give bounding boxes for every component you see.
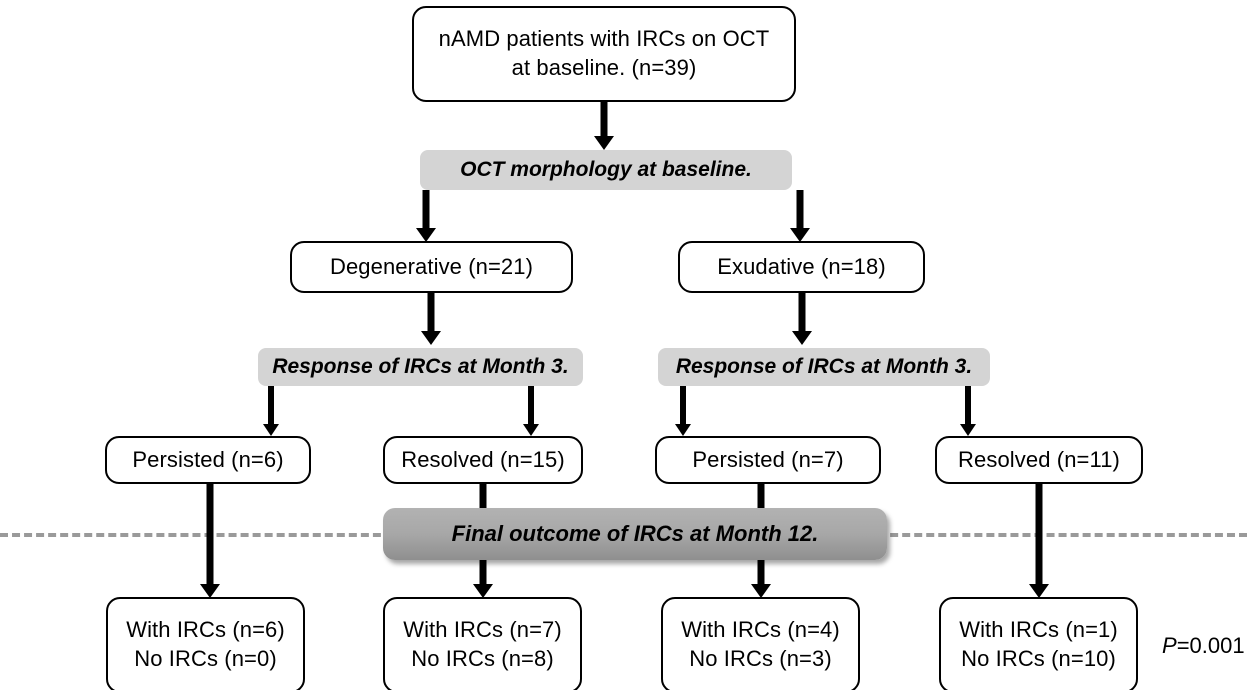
node-root-line-2: at baseline. (n=39)	[511, 55, 697, 80]
arrow-degenerative-to-stage2	[421, 293, 441, 345]
node-outcome-line-2: No IRCs (n=8)	[411, 646, 554, 671]
node-persisted-7: Persisted (n=7)	[655, 436, 881, 484]
arrow-shaft	[965, 386, 971, 425]
arrow-head	[416, 228, 436, 242]
arrow-head	[675, 424, 691, 436]
node-degenerative: Degenerative (n=21)	[290, 241, 573, 293]
arrow-head	[263, 424, 279, 436]
arrow-head	[960, 424, 976, 436]
node-outcome-line-1: With IRCs (n=7)	[403, 617, 562, 643]
statistic-p-number: =0.001	[1176, 633, 1245, 658]
arrow-stage3-to-persisted-7	[674, 386, 692, 436]
arrow-head	[200, 584, 220, 598]
arrow-persisted6-to-outcome	[199, 484, 221, 598]
arrow-resolved11-to-outcome	[1028, 484, 1050, 598]
arrow-stage2-to-resolved-15	[522, 386, 540, 436]
node-outcome-line-1: With IRCs (n=4)	[681, 617, 840, 643]
node-exudative: Exudative (n=18)	[678, 241, 925, 293]
stage-banner-month3-right: Response of IRCs at Month 3.	[658, 348, 990, 386]
stage-banner-label: Final outcome of IRCs at Month 12.	[451, 521, 819, 546]
node-outcome-line-2: No IRCs (n=10)	[961, 646, 1116, 671]
arrow-shaft	[528, 386, 534, 425]
arrow-stage1-to-exudative	[790, 190, 810, 242]
node-resolved-11: Resolved (n=11)	[935, 436, 1143, 484]
arrow-shaft	[798, 293, 806, 333]
node-root-line-1: nAMD patients with IRCs on OCT	[438, 26, 770, 52]
stage-banner-label: Response of IRCs at Month 3.	[675, 355, 973, 378]
node-root: nAMD patients with IRCs on OCT at baseli…	[412, 6, 796, 102]
arrow-head	[473, 584, 493, 598]
node-exudative-label: Exudative (n=18)	[717, 253, 886, 279]
arrow-shaft	[422, 190, 430, 230]
node-outcome-line-2: No IRCs (n=3)	[689, 646, 832, 671]
node-outcome-persisted-6: With IRCs (n=6) No IRCs (n=0)	[106, 597, 305, 690]
stage-banner-label: OCT morphology at baseline.	[460, 158, 752, 181]
arrow-shaft	[1035, 484, 1043, 586]
arrow-shaft	[600, 102, 608, 138]
node-persisted-6-label: Persisted (n=6)	[132, 446, 284, 472]
stage-banner-label: Response of IRCs at Month 3.	[272, 355, 569, 378]
node-resolved-15: Resolved (n=15)	[383, 436, 583, 484]
arrow-root-to-morphology-stage	[594, 102, 614, 150]
arrow-head	[1029, 584, 1049, 598]
arrow-stage3-to-resolved-11	[959, 386, 977, 436]
arrow-exudative-to-stage3	[792, 293, 812, 345]
node-outcome-persisted-7: With IRCs (n=4) No IRCs (n=3)	[661, 597, 860, 690]
arrow-shaft	[268, 386, 274, 425]
arrow-shaft	[796, 190, 804, 230]
node-outcome-resolved-11: With IRCs (n=1) No IRCs (n=10)	[939, 597, 1138, 690]
arrow-head	[790, 228, 810, 242]
arrow-head	[792, 331, 812, 345]
stage-banner-month3-left: Response of IRCs at Month 3.	[258, 348, 583, 386]
stage-banner-month12-final-outcome: Final outcome of IRCs at Month 12.	[383, 508, 887, 560]
node-persisted-6: Persisted (n=6)	[105, 436, 311, 484]
arrow-shaft	[427, 293, 435, 333]
arrow-head	[523, 424, 539, 436]
arrow-head	[594, 136, 614, 150]
arrow-shaft	[680, 386, 686, 425]
node-outcome-resolved-15: With IRCs (n=7) No IRCs (n=8)	[383, 597, 582, 690]
arrow-head	[421, 331, 441, 345]
node-degenerative-label: Degenerative (n=21)	[329, 253, 534, 279]
arrow-stage1-to-degenerative	[416, 190, 436, 242]
node-outcome-line-1: With IRCs (n=1)	[959, 617, 1118, 643]
node-resolved-15-label: Resolved (n=15)	[401, 446, 565, 472]
node-outcome-line-2: No IRCs (n=0)	[134, 646, 277, 671]
statistic-p-value: P=0.001	[1162, 633, 1245, 659]
node-persisted-7-label: Persisted (n=7)	[692, 446, 844, 472]
statistic-p-symbol: P	[1162, 633, 1177, 658]
node-resolved-11-label: Resolved (n=11)	[958, 446, 1120, 472]
arrow-stage2-to-persisted-6	[262, 386, 280, 436]
stage-banner-oct-morphology: OCT morphology at baseline.	[420, 150, 792, 190]
arrow-head	[751, 584, 771, 598]
node-outcome-line-1: With IRCs (n=6)	[126, 617, 285, 643]
arrow-shaft	[206, 484, 214, 586]
